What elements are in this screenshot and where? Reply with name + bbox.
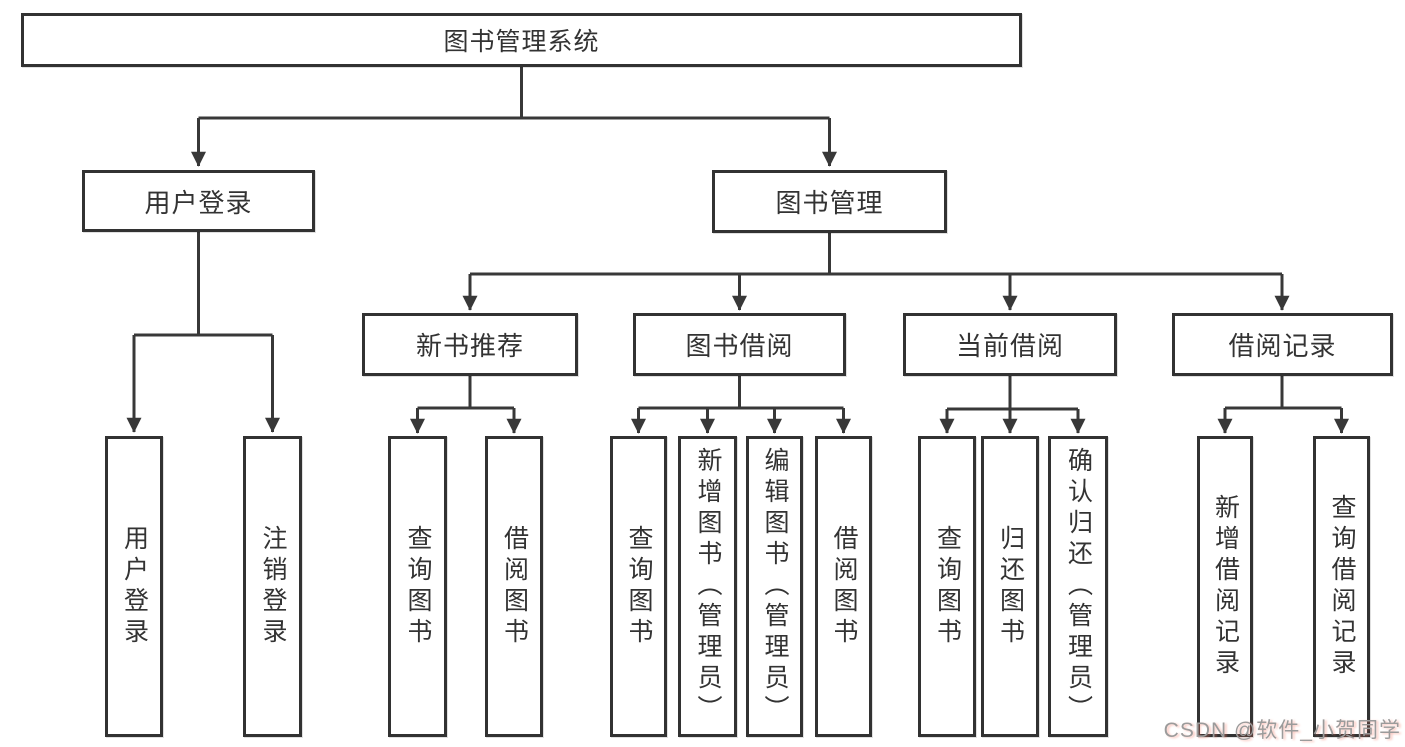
node-cb-return-books-label: 归还图书: [996, 524, 1025, 649]
node-nb-query-books-label: 查询图书: [404, 524, 432, 649]
node-nb-borrow-books-label: 借阅图书: [500, 524, 529, 649]
node-cb-confirm-return: 确认归还（管理员）: [1048, 436, 1108, 737]
node-nb-query-books: 查询图书: [388, 436, 447, 737]
node-book-management-label: 图书管理: [775, 188, 884, 218]
node-user-login-group-label: 用户登录: [144, 187, 253, 218]
node-bb-edit-books: 编辑图书（管理员）: [746, 436, 803, 737]
node-user-login: 用户登录: [105, 436, 163, 737]
node-cb-query-books-label: 查询图书: [933, 524, 962, 649]
node-borrowing-records-label: 借阅记录: [1228, 331, 1337, 361]
node-br-add-record: 新增借阅记录: [1197, 436, 1253, 737]
node-bb-borrow-books-label: 借阅图书: [830, 524, 858, 649]
node-bb-add-books: 新增图书（管理员）: [678, 436, 737, 737]
node-br-query-record: 查询借阅记录: [1313, 436, 1370, 737]
node-bb-add-books-label: 新增图书（管理员）: [694, 447, 722, 726]
node-new-book-recommendation: 新书推荐: [362, 313, 578, 376]
node-library-management-system: 图书管理系统: [21, 13, 1022, 67]
node-library-management-system-label: 图书管理系统: [443, 28, 600, 56]
node-current-borrowing: 当前借阅: [903, 313, 1117, 376]
node-cb-return-books: 归还图书: [981, 436, 1039, 737]
node-user-login-label: 用户登录: [120, 524, 149, 649]
node-bb-query-books-label: 查询图书: [625, 524, 653, 649]
node-br-query-record-label: 查询借阅记录: [1328, 493, 1356, 680]
node-bb-query-books: 查询图书: [610, 436, 667, 737]
node-cb-confirm-return-label: 确认归还（管理员）: [1064, 447, 1093, 726]
node-book-borrowing-label: 图书借阅: [685, 331, 794, 361]
node-logout: 注销登录: [243, 436, 302, 737]
node-br-add-record-label: 新增借阅记录: [1211, 493, 1240, 680]
node-borrowing-records: 借阅记录: [1172, 313, 1393, 376]
node-book-management: 图书管理: [712, 170, 947, 233]
node-bb-borrow-books: 借阅图书: [815, 436, 872, 737]
node-nb-borrow-books: 借阅图书: [485, 436, 543, 737]
node-cb-query-books: 查询图书: [918, 436, 976, 737]
node-user-login-group: 用户登录: [82, 170, 315, 232]
node-current-borrowing-label: 当前借阅: [955, 331, 1064, 361]
node-new-book-recommendation-label: 新书推荐: [415, 331, 524, 361]
csdn-watermark: CSDN @软件_小贺同学: [1163, 719, 1401, 742]
node-logout-label: 注销登录: [259, 524, 287, 649]
node-bb-edit-books-label: 编辑图书（管理员）: [761, 447, 789, 726]
node-book-borrowing: 图书借阅: [633, 313, 846, 376]
